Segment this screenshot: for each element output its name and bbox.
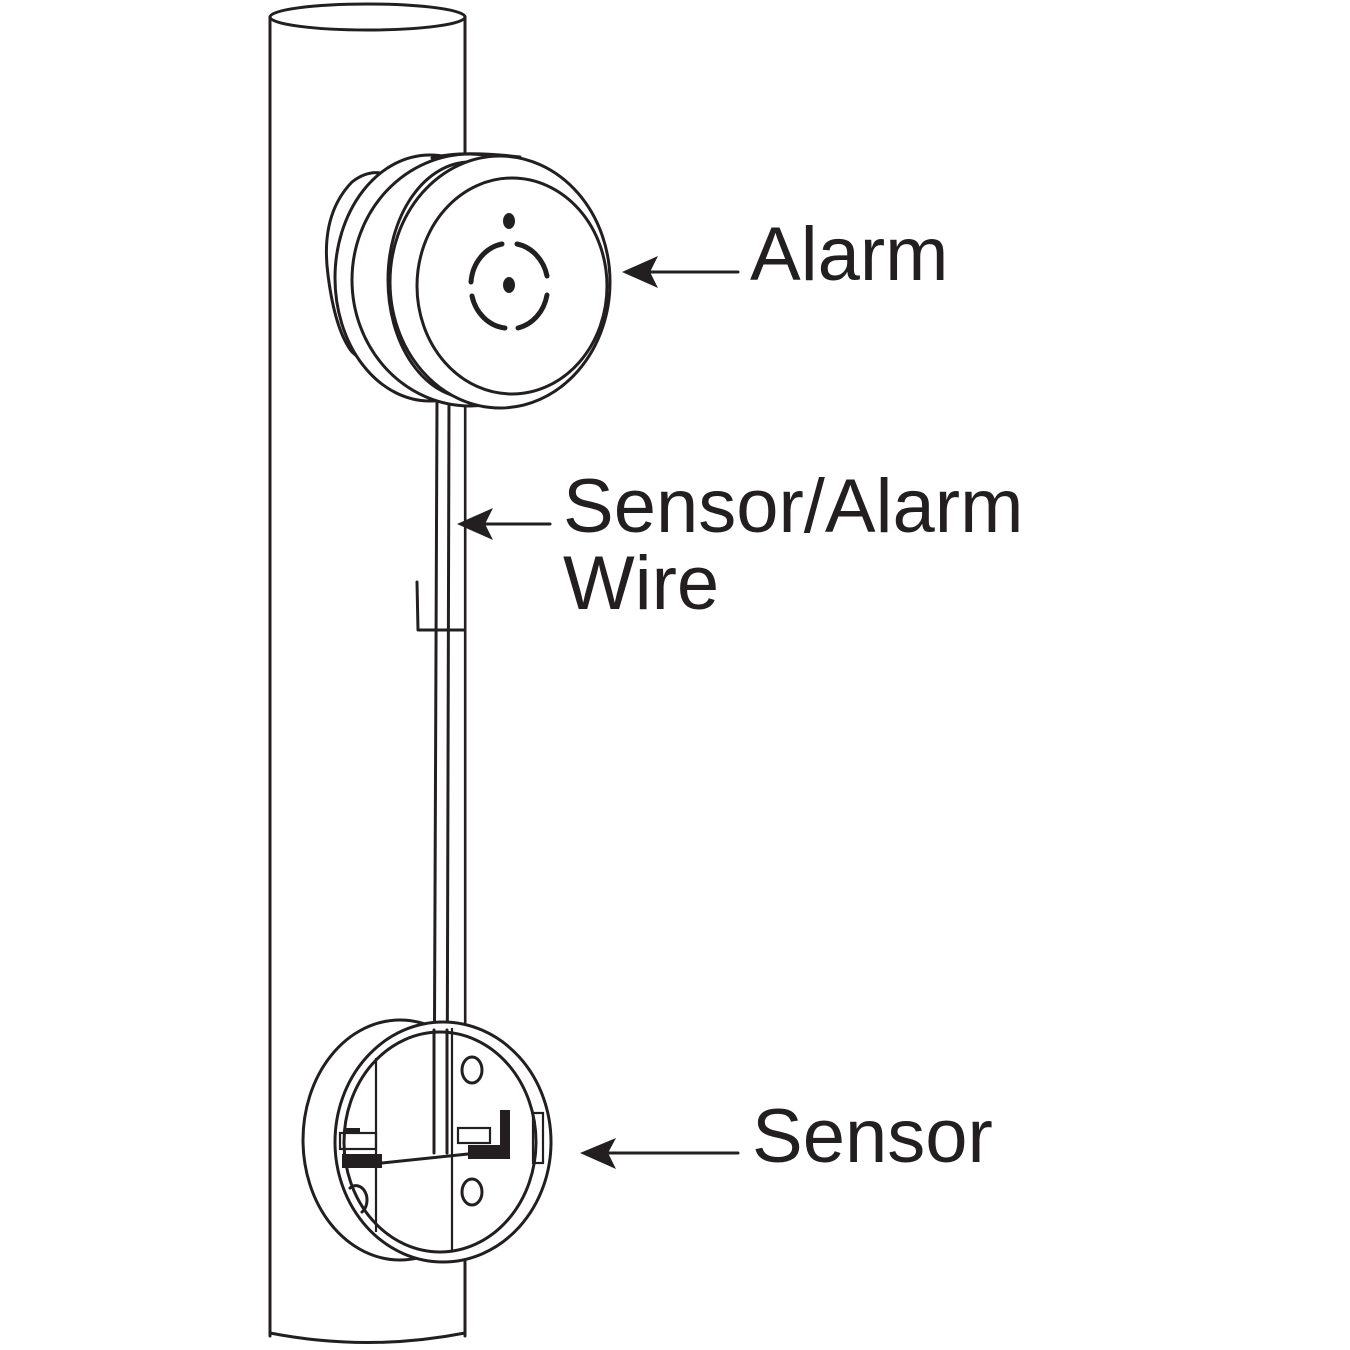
indicator-ring: [468, 241, 550, 331]
wire-label-line1: Sensor/Alarm: [563, 464, 1024, 549]
sensor-arrow: [580, 1138, 740, 1169]
mount-hole: [460, 1055, 484, 1085]
wire-clip: [415, 580, 466, 632]
wire-label-line2: Wire: [563, 541, 720, 626]
mount-hole: [460, 1177, 484, 1207]
arrow-head-icon: [580, 1138, 616, 1169]
indicator-dot-top: [503, 213, 515, 229]
indicator-dot-center: [503, 277, 515, 293]
wire-arrow: [457, 508, 552, 540]
sensor-contact-right: [500, 1110, 510, 1148]
alarm-label: Alarm: [750, 212, 949, 297]
sensor-contact-block: [468, 1145, 510, 1159]
sensor-device: [301, 1018, 553, 1264]
alarm-device: [324, 152, 612, 410]
sensor-contact-left: [342, 1154, 382, 1168]
arrow-head-icon: [622, 256, 658, 288]
alarm-arrow: [622, 256, 740, 288]
sensor-label: Sensor: [752, 1094, 993, 1179]
arrow-head-icon: [457, 508, 493, 540]
